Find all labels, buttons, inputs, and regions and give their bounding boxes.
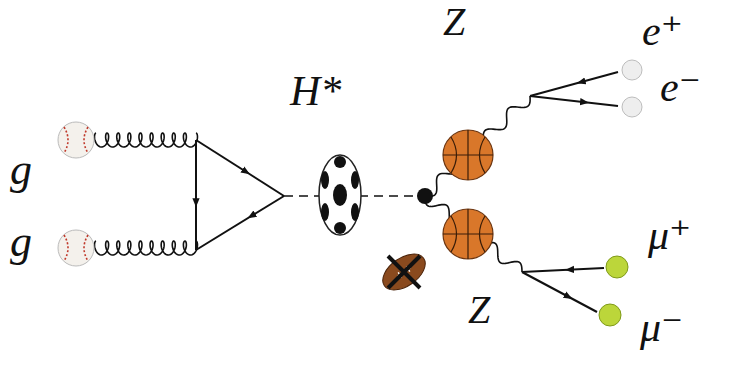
particle-label: H* (290, 70, 341, 112)
fermion-arrow (581, 101, 585, 102)
fermion-line (196, 140, 284, 196)
particle-label: e⁺ (642, 10, 683, 52)
fermion-line (195, 140, 197, 250)
fermion-line (530, 72, 618, 96)
soccer-ball-icon (319, 155, 361, 235)
tennis-ball-icon (599, 304, 621, 326)
golf-ball-icon (622, 60, 642, 80)
baseball-icon (58, 122, 94, 158)
basketball-icon (443, 209, 493, 259)
baseball-icon (58, 230, 94, 266)
cross-mark (388, 256, 420, 288)
particle-label: μ⁻ (640, 306, 683, 348)
fermion-line (530, 96, 618, 106)
fermion-arrow (196, 198, 197, 202)
particle-label: g (10, 148, 32, 192)
fermion-line (196, 196, 284, 250)
fermion-line (522, 272, 597, 312)
particle-label: Z (443, 2, 465, 42)
z-boson-line (425, 96, 530, 196)
gluon-line (94, 133, 197, 147)
particle-label: μ⁺ (648, 214, 691, 256)
particle-label: g (10, 220, 32, 264)
fermion-arrow (251, 214, 255, 216)
basketball-icon (443, 130, 493, 180)
crossed-football-icon (376, 247, 431, 297)
z-boson-line (425, 196, 522, 272)
golf-ball-icon (622, 97, 642, 117)
fermion-arrow (570, 269, 573, 270)
fermion-line (522, 268, 604, 272)
fermion-arrow (243, 170, 247, 172)
gluon-line (94, 241, 197, 255)
particle-label: Z (468, 290, 490, 330)
fermion-arrow (566, 295, 569, 297)
tennis-ball-icon (606, 256, 628, 278)
fermion-arrow (581, 81, 585, 83)
vertex-dot (417, 188, 433, 204)
particle-label: e⁻ (660, 66, 701, 108)
